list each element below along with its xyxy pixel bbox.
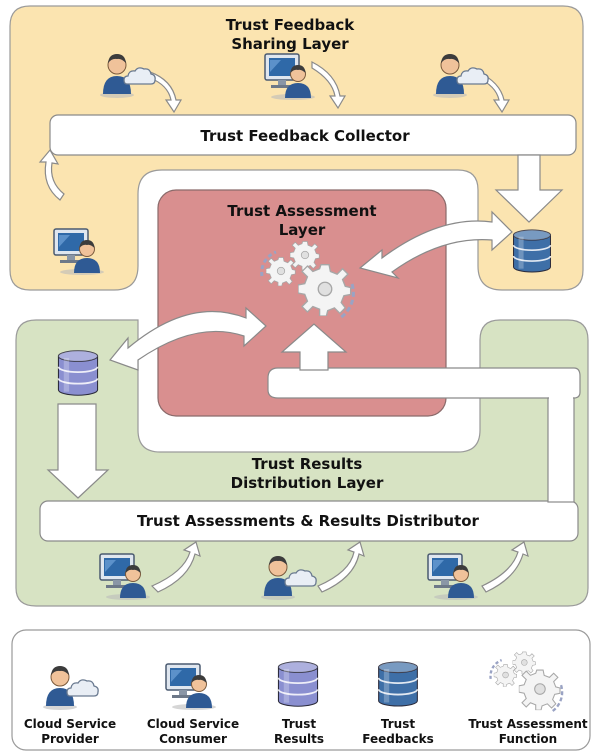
distributor-label: Trust Assessments & Results Distributor <box>137 512 479 530</box>
legend-item-3-line2: Results <box>274 732 324 746</box>
legend-item-1-line1: Cloud Service <box>24 717 116 731</box>
legend-item-5-line1: Trust Assessment <box>468 717 588 731</box>
assessment-layer-bg <box>157 189 447 417</box>
legend-item-1-line2: Provider <box>41 732 99 746</box>
legend-feedbacks-db-icon <box>377 661 419 707</box>
legend-item-4-line1: Trust <box>381 717 415 731</box>
collector-label: Trust Feedback Collector <box>200 127 410 145</box>
assessment-layer-title-line2: Layer <box>279 221 326 239</box>
trust-feedback-collector-bar <box>49 114 577 156</box>
feedback-layer-title-line2: Sharing Layer <box>231 35 349 53</box>
curved-arrow <box>311 61 347 110</box>
trust-results-db-icon <box>57 349 99 397</box>
legend-item-2-line1: Cloud Service <box>147 717 239 731</box>
legend-item-3-line1: Trust <box>282 717 316 731</box>
curved-arrow <box>481 541 529 593</box>
right-connector <box>547 397 575 503</box>
results-layer-title-line2: Distribution Layer <box>231 474 384 492</box>
legend-item-5-line2: Function <box>499 732 557 746</box>
collector-to-feedbacks-arrow <box>494 154 564 223</box>
legend-item-2-line2: Consumer <box>159 732 227 746</box>
feedback-loop-arrow <box>267 367 581 399</box>
legend-item-4-line2: Feedbacks <box>362 732 434 746</box>
results-layer-title-line1: Trust Results <box>252 455 363 473</box>
assessment-to-results-arrow <box>108 306 267 371</box>
curved-arrow <box>38 148 65 201</box>
results-down-arrow <box>46 403 110 499</box>
trust-feedbacks-db-icon <box>512 229 552 273</box>
feedbacks-assessment-arrow <box>358 210 513 280</box>
loop-up-arrow <box>280 323 348 371</box>
curved-arrow <box>150 541 201 593</box>
curved-arrow <box>149 71 183 114</box>
results-distributor-bar <box>39 500 579 542</box>
legend-results-db-icon <box>277 660 319 708</box>
feedback-layer-title-line1: Trust Feedback <box>226 16 355 34</box>
curved-arrow <box>317 541 365 593</box>
assessment-layer-title-line1: Trust Assessment <box>227 202 376 220</box>
